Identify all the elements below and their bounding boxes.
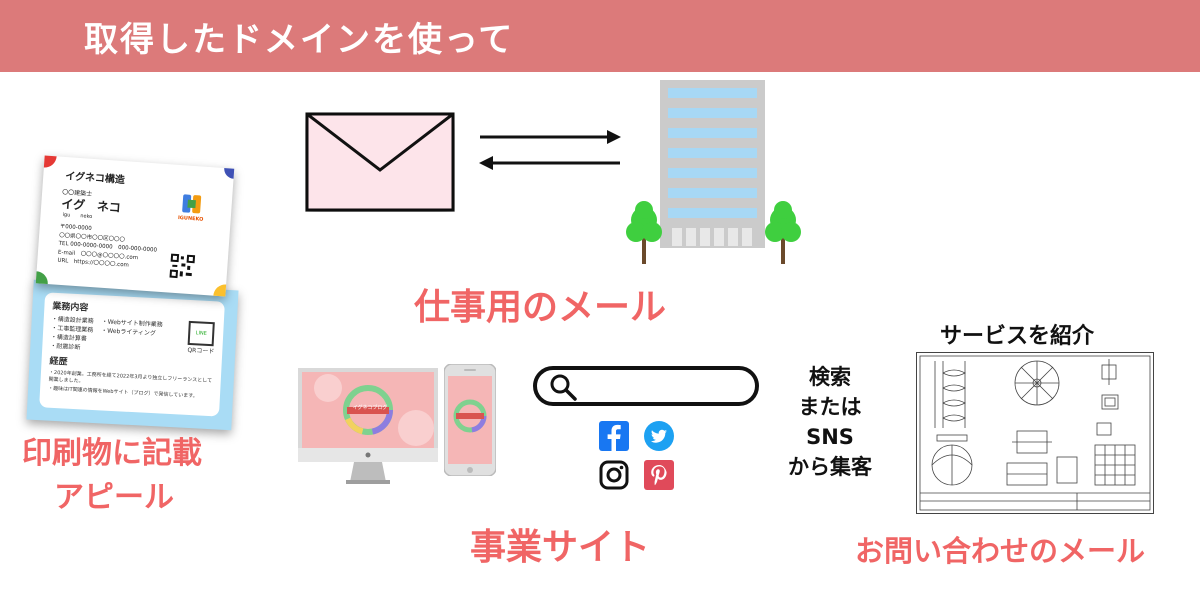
search-label-line2: または — [798, 395, 862, 419]
card-service-item: ・Webライティング — [101, 327, 156, 338]
twitter-icon[interactable] — [644, 421, 674, 451]
business-card-back: 業務内容 ・構造設計業務 ・工事監理業務 ・構造計算書 ・耐震診断 ・Webサイ… — [26, 279, 239, 431]
qr-label: QRコード — [187, 346, 215, 356]
card-back-panel: 業務内容 ・構造設計業務 ・工事監理業務 ・構造計算書 ・耐震診断 ・Webサイ… — [39, 292, 225, 417]
blueprint-drawing — [916, 352, 1154, 514]
pinterest-icon[interactable] — [644, 460, 674, 490]
header-banner: 取得したドメインを使って — [0, 0, 1200, 72]
header-title: 取得したドメインを使って — [84, 20, 515, 60]
website-label: 事業サイト — [470, 527, 651, 568]
search-label-line4: から集客 — [788, 455, 872, 479]
qr-code-icon — [168, 252, 197, 281]
instagram-icon[interactable] — [599, 460, 629, 490]
search-icon — [549, 373, 577, 401]
iguneko-logo: IGUNEKO — [168, 192, 214, 223]
inquiry-mail-label: お問い合わせのメール — [855, 534, 1146, 568]
card-line-qr: LINE QRコード — [187, 320, 216, 358]
line-qr-icon: LINE — [187, 320, 215, 347]
card-services-right: ・Webサイト制作業務 ・Webライティング — [100, 316, 163, 355]
search-sns-label: 検索 または SNS から集客 — [780, 362, 880, 482]
smartphone-icon — [443, 363, 497, 477]
envelope-icon — [305, 112, 455, 212]
search-label-line3: SNS — [806, 425, 854, 449]
desktop-site-brand: イグネコブログ — [352, 405, 388, 411]
business-card-front: イグネコ構造 〇〇建築士 イグ ネコ igu neko IGUNEKO 〒000… — [35, 155, 235, 297]
service-label: サービスを紹介 — [940, 324, 1095, 349]
print-label-line2: アピール — [54, 480, 174, 515]
work-mail-label: 仕事用のメール — [414, 287, 667, 328]
print-label-line1: 印刷物に記載 — [22, 436, 202, 471]
desktop-monitor-icon — [298, 368, 438, 486]
facebook-icon[interactable] — [599, 421, 629, 451]
search-bar[interactable] — [533, 366, 759, 406]
card-contact: 〒000-0000 〇〇県〇〇市〇〇区〇〇〇 TEL 000-0000-0000… — [57, 223, 158, 272]
card-services-left: ・構造設計業務 ・工事監理業務 ・構造計算書 ・耐震診断 — [50, 314, 94, 352]
search-label-line1: 検索 — [809, 365, 851, 389]
exchange-arrows-icon — [475, 125, 625, 175]
print-label: 印刷物に記載 アピール — [22, 432, 202, 520]
office-building-icon — [620, 80, 805, 265]
